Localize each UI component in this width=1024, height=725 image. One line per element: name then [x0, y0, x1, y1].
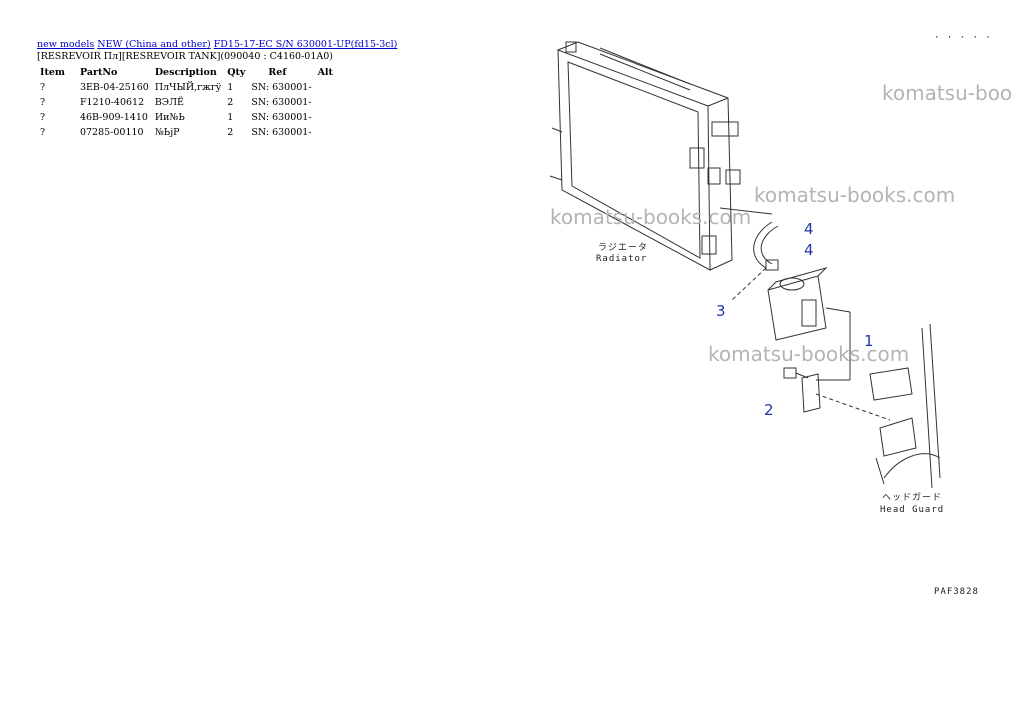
- cell-partno: F1210-40612: [79, 97, 145, 108]
- header-description: Description: [154, 67, 217, 78]
- parts-diagram: komatsu-boo komatsu-books.com komatsu-bo…: [540, 28, 1024, 628]
- callout-4b: 4: [804, 241, 814, 259]
- table-row: ? 46B-909-1410 Ии№Ь 1 SN: 630001-: [37, 111, 336, 126]
- breadcrumb-link-new-china[interactable]: NEW (China and other): [97, 39, 211, 50]
- head-guard-drawing: [869, 323, 941, 489]
- breadcrumb: new models NEW (China and other) FD15-17…: [37, 39, 397, 51]
- cell-description: ВЭЛЁ: [154, 97, 184, 108]
- cell-ref: SN: 630001-: [251, 127, 312, 138]
- cell-partno: 3EB-04-25160: [79, 82, 149, 93]
- cell-qty: 2: [227, 97, 234, 108]
- diagram-svg: komatsu-boo komatsu-books.com komatsu-bo…: [549, 33, 1012, 597]
- cell-alt: [315, 111, 336, 126]
- radiator-drawing: [549, 41, 773, 271]
- parts-panel: new models NEW (China and other) FD15-17…: [37, 39, 397, 141]
- watermark: komatsu-books.com: [754, 183, 955, 207]
- top-right-code: · · · · ·: [934, 33, 992, 43]
- cell-item: ?: [40, 112, 46, 123]
- cell-qty: 1: [227, 112, 234, 123]
- hose-drawing: [731, 221, 779, 301]
- cell-description: ПлЧЫЙ,гжгÿ: [154, 82, 222, 93]
- bolt-drawing: [783, 367, 809, 379]
- reservoir-tank-drawing: [767, 267, 891, 421]
- breadcrumb-link-new-models[interactable]: new models: [37, 39, 95, 50]
- callout-3: 3: [716, 302, 726, 320]
- table-row: ? 07285-00110 №ЬјР 2 SN: 630001-: [37, 126, 336, 141]
- page-title: [RESREVOIR Пл][RESREVOIR TANK](090040 : …: [37, 51, 333, 62]
- header-item: Item: [40, 67, 65, 78]
- cell-alt: [315, 126, 336, 141]
- table-header-row: Item PartNo Description Qty Ref Alt: [37, 66, 336, 81]
- headguard-label-jp: ヘッドガード: [882, 492, 942, 503]
- cell-item: ?: [40, 82, 46, 93]
- table-row: ? 3EB-04-25160 ПлЧЫЙ,гжгÿ 1 SN: 630001-: [37, 81, 336, 96]
- callout-1: 1: [864, 332, 874, 350]
- cell-qty: 2: [227, 127, 234, 138]
- watermark-partial: komatsu-boo: [882, 81, 1012, 105]
- headguard-label-en: Head Guard: [880, 505, 944, 515]
- radiator-label-en: Radiator: [596, 254, 647, 264]
- cell-ref: SN: 630001-: [251, 82, 312, 93]
- figure-code: PAF3828: [934, 587, 979, 597]
- header-partno: PartNo: [79, 67, 118, 78]
- cell-alt: [315, 81, 336, 96]
- cell-item: ?: [40, 127, 46, 138]
- callout-2: 2: [764, 401, 774, 419]
- watermark: komatsu-books.com: [550, 205, 751, 229]
- parts-table: Item PartNo Description Qty Ref Alt ? 3E…: [37, 66, 336, 141]
- callout-4: 4: [804, 220, 814, 238]
- cell-ref: SN: 630001-: [251, 97, 312, 108]
- cell-qty: 1: [227, 82, 234, 93]
- cell-item: ?: [40, 97, 46, 108]
- header-ref: Ref: [268, 67, 287, 78]
- cell-alt: [315, 96, 336, 111]
- header-alt: Alt: [317, 67, 333, 78]
- cell-partno: 46B-909-1410: [79, 112, 148, 123]
- table-row: ? F1210-40612 ВЭЛЁ 2 SN: 630001-: [37, 96, 336, 111]
- cell-ref: SN: 630001-: [251, 112, 312, 123]
- cell-partno: 07285-00110: [79, 127, 144, 138]
- radiator-label-jp: ラジエータ: [598, 242, 648, 253]
- cell-description: Ии№Ь: [154, 112, 185, 123]
- cell-description: №ЬјР: [154, 127, 180, 138]
- header-qty: Qty: [227, 67, 246, 78]
- watermark: komatsu-books.com: [708, 342, 909, 366]
- breadcrumb-link-model[interactable]: FD15-17-EC S/N 630001-UP(fd15-3cl): [213, 39, 398, 50]
